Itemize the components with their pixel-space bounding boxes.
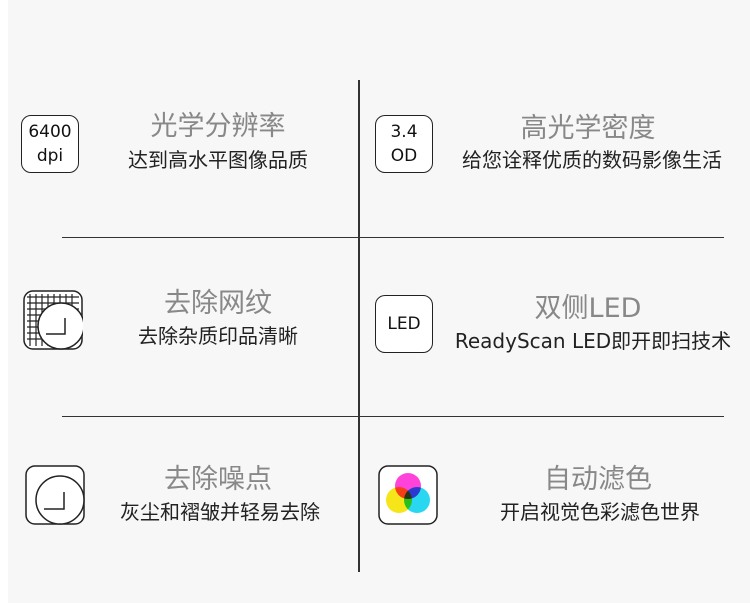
icon-text-dpi-unit: dpi: [36, 146, 64, 166]
optical-density-icon: 3.4 OD: [375, 115, 433, 173]
vertical-divider: [358, 80, 360, 572]
descreen-icon: [23, 290, 83, 350]
feature-subtitle: 开启视觉色彩滤色世界: [500, 500, 700, 524]
feature-subtitle: 给您诠释优质的数码影像生活: [462, 148, 722, 172]
feature-title: 光学分辨率: [150, 111, 286, 142]
icon-text-dpi-value: 6400: [28, 122, 72, 142]
feature-subtitle: 灰尘和褶皱并轻易去除: [120, 500, 320, 524]
feature-title: 高光学密度: [520, 113, 656, 144]
horizontal-divider-2: [62, 416, 724, 417]
optical-resolution-icon: 6400 dpi: [21, 115, 79, 173]
feature-title: 自动滤色: [544, 464, 652, 495]
feature-subtitle: 去除杂质印品清晰: [138, 324, 298, 348]
feature-panel: 6400 dpi 光学分辨率 达到高水平图像品质 3.4 OD 高光学密度 给您…: [8, 0, 750, 603]
horizontal-divider-1: [62, 237, 724, 238]
feature-title: 双侧LED: [534, 293, 642, 324]
noise-removal-icon: [25, 465, 85, 525]
feature-subtitle: 达到高水平图像品质: [128, 148, 308, 172]
feature-title: 去除网纹: [164, 288, 272, 319]
auto-filter-icon: [378, 465, 438, 525]
icon-text-od-value: 3.4: [390, 122, 418, 142]
icon-text-led: LED: [387, 314, 421, 334]
feature-subtitle: ReadyScan LED即开即扫技术: [454, 329, 732, 353]
feature-title: 去除噪点: [164, 464, 272, 495]
icon-text-od-unit: OD: [390, 146, 418, 166]
led-icon: LED: [375, 295, 433, 353]
